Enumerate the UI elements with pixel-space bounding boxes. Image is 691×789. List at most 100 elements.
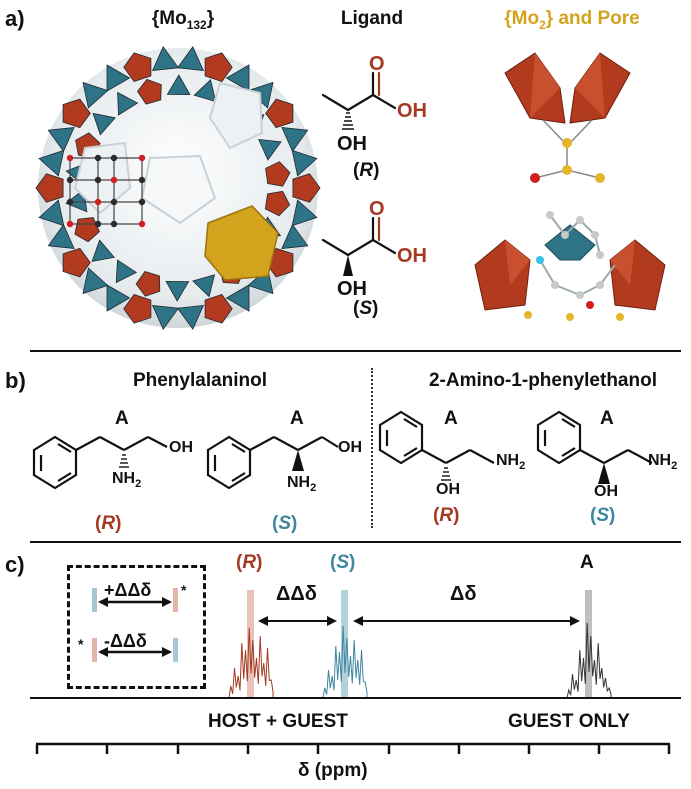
polyhedron (123, 294, 152, 324)
polyhedron (265, 98, 294, 129)
ddelta-label: ΔΔδ (276, 583, 317, 605)
ligand-s-alpha-oh: OH (337, 278, 367, 300)
wedge-bond (343, 255, 353, 276)
polyhedron (204, 294, 233, 324)
polyhedron (281, 223, 309, 249)
polyhedron (91, 239, 115, 262)
mol3-config-label: (R) (433, 505, 460, 526)
mol4-marker: A (600, 408, 614, 429)
polyhedron (225, 284, 250, 312)
polyhedron (92, 112, 116, 136)
polyhedron (38, 199, 65, 227)
cluster-pore (140, 154, 217, 225)
ligand-atom (138, 198, 146, 206)
paren-open: ( (330, 552, 337, 573)
amine-text: NH (648, 452, 672, 469)
ligand-atom (110, 154, 118, 162)
polyhedron (165, 280, 190, 302)
mo2-title-subscript: 2 (539, 17, 546, 32)
config-letter: R (242, 552, 257, 573)
mol2-marker: A (290, 408, 304, 429)
amine-subscript: 2 (671, 460, 678, 473)
peak-r-multiplet (228, 627, 274, 699)
ligand-s-structure: O OH OH (321, 200, 427, 300)
ligand-atom (94, 198, 102, 206)
peak-s-highlight (341, 590, 348, 697)
aminophenylethanol-title: 2-Amino-1-phenylethanol (428, 370, 657, 391)
peak-a-highlight (585, 590, 592, 697)
peak-r-label: (R) (236, 552, 262, 574)
amine-text: NH (112, 470, 136, 487)
config-letter: S (336, 552, 350, 573)
mol3-amine: NH2 (496, 452, 525, 472)
config-paren-open: ( (353, 298, 360, 319)
ligand-atom (94, 220, 102, 228)
peak-a-multiplet (566, 622, 612, 699)
nmr-spectrum (30, 590, 681, 754)
mol2-amine: NH2 (287, 474, 316, 494)
peak-s-multiplet (322, 625, 368, 699)
polyhedron (38, 149, 65, 177)
config-paren-close: ) (373, 160, 380, 181)
amine-subscript: 2 (135, 478, 142, 491)
polyhedron (176, 46, 205, 71)
polyhedron (115, 259, 138, 284)
paren-close: ) (256, 552, 263, 573)
config-letter: R (439, 505, 454, 526)
ligand-r-acid-oh: OH (397, 100, 427, 122)
polyhedron (225, 64, 250, 92)
divider-line (30, 350, 681, 352)
polyhedron (166, 74, 191, 96)
polyhedron (281, 127, 309, 153)
ligand-atom (110, 198, 118, 206)
ligand-r-structure: O OH OH (321, 55, 427, 155)
delta-label: Δδ (450, 583, 477, 605)
amine-subscript: 2 (519, 460, 526, 473)
polyhedron (137, 78, 162, 105)
polyhedron (123, 52, 152, 82)
ligand-title: Ligand (340, 8, 404, 29)
polyhedron (258, 139, 282, 161)
ligand-network (66, 154, 146, 228)
panel-a-label: a) (5, 6, 25, 31)
polyhedron (291, 149, 318, 177)
polyhedron (62, 247, 91, 278)
polyhedron (47, 127, 75, 153)
polyhedron (62, 98, 91, 129)
ligand-atom (110, 176, 118, 184)
inset-legend-box (67, 565, 206, 689)
ligand-atom (66, 176, 74, 184)
ligand-s-config-label: (S) (353, 298, 378, 320)
polyhedron (291, 199, 318, 227)
mo132-title: {Mo132} (123, 8, 243, 32)
mol4-amine: NH2 (648, 452, 677, 472)
polyhedron (264, 190, 291, 217)
ligand-atom (138, 176, 146, 184)
paren-open: ( (236, 552, 243, 573)
inset-plus-ddelta: +ΔΔδ (104, 580, 152, 600)
mol1-amine: NH2 (112, 470, 141, 490)
polyhedron (82, 81, 109, 109)
polyhedron (265, 161, 291, 187)
config-letter: R (101, 513, 116, 534)
mol3-hydroxyl: OH (436, 481, 460, 498)
config-letter: S (596, 505, 610, 526)
ligand-atom (110, 220, 118, 228)
panel-b-dotted-divider (371, 368, 373, 528)
ligand-atom (138, 154, 146, 162)
inset-minus-ddelta: -ΔΔδ (104, 631, 147, 651)
mol1-config-label: (R) (95, 513, 122, 534)
panel-b-label: b) (5, 368, 26, 393)
amine-text: NH (496, 452, 520, 469)
ligand-atom (94, 176, 102, 184)
inset-star: * (181, 582, 187, 598)
ligand-s-acid-oh: OH (397, 245, 427, 267)
ligand-atom (66, 154, 74, 162)
ligand-atom (94, 154, 102, 162)
mol1-hydroxyl: OH (169, 439, 193, 456)
polyhedron (106, 64, 131, 92)
mol4-hydroxyl: OH (594, 483, 618, 500)
peak-s-label: (S) (330, 552, 355, 574)
mol1-marker: A (115, 408, 129, 429)
host-guest-label: HOST + GUEST (208, 711, 348, 732)
